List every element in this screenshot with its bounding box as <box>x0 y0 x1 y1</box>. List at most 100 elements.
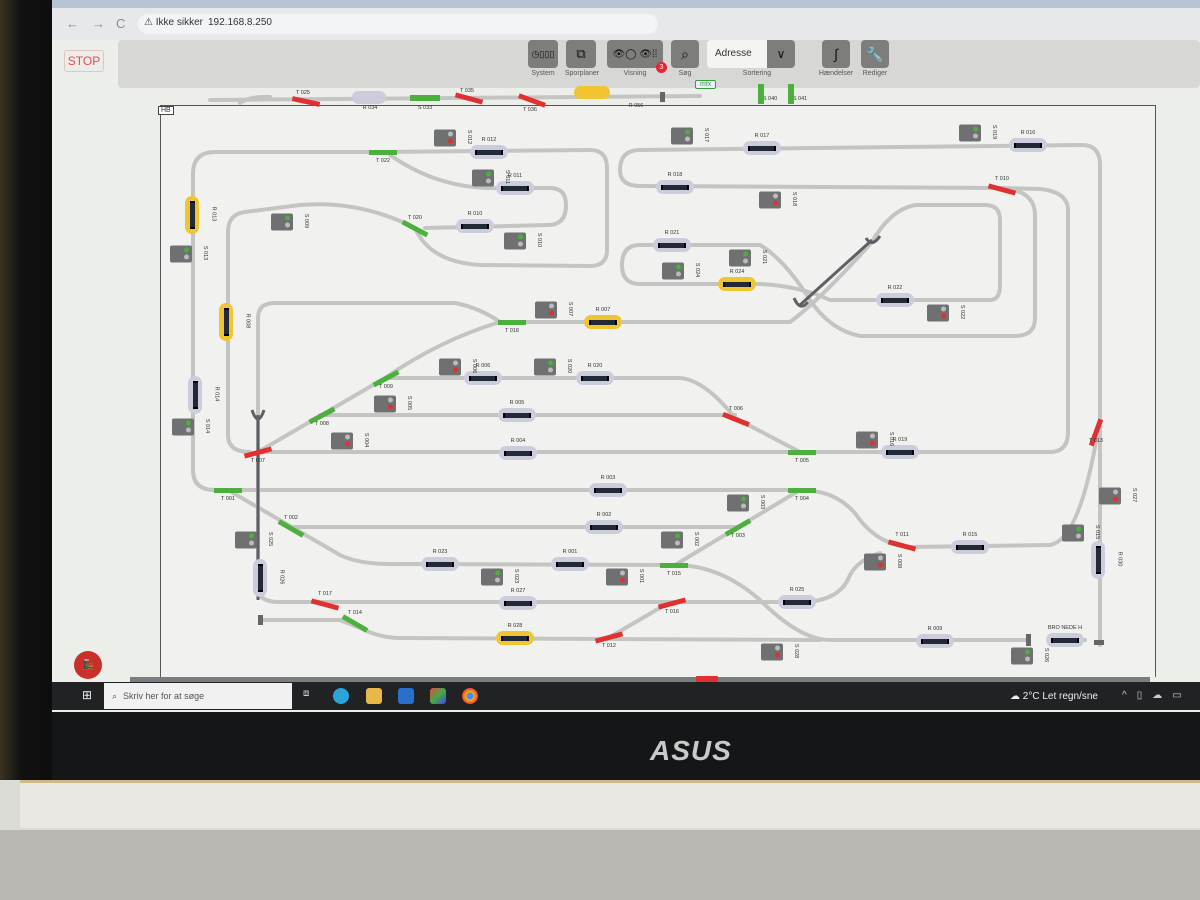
signal-lamp-top <box>773 193 778 199</box>
forward-button[interactable]: → <box>92 16 105 31</box>
search-button[interactable]: ⌕ <box>671 40 699 68</box>
block-r-023[interactable] <box>421 557 459 571</box>
signal-s-004[interactable] <box>331 432 353 450</box>
signal-s-018[interactable] <box>759 191 781 209</box>
block-r-017[interactable] <box>743 141 781 155</box>
block-r-012[interactable] <box>470 145 508 159</box>
turnout-t-001[interactable] <box>214 487 242 493</box>
file-explorer-icon[interactable] <box>366 688 382 704</box>
signal-s-021[interactable] <box>729 249 751 267</box>
signal-s-027[interactable] <box>1099 487 1121 505</box>
edit-button[interactable]: 🔧 <box>861 40 889 68</box>
block-r-020[interactable] <box>576 371 614 385</box>
task-view-icon[interactable]: ⧈ <box>303 688 310 699</box>
turnout-t-015[interactable] <box>660 562 688 568</box>
signal-s-008[interactable] <box>864 553 886 571</box>
security-warning[interactable]: ⚠ Ikke sikker <box>144 17 203 28</box>
block-r-004[interactable] <box>499 446 537 460</box>
turnout-t-005[interactable] <box>788 449 816 455</box>
block-r-016[interactable] <box>1009 138 1047 152</box>
edge-icon[interactable] <box>333 688 349 704</box>
block-r-008[interactable] <box>219 303 233 341</box>
signal-s-022[interactable] <box>927 304 949 322</box>
block-r-030[interactable] <box>1091 541 1105 579</box>
signal-s-002[interactable] <box>661 531 683 549</box>
block-r-025[interactable] <box>778 595 816 609</box>
top-row-block-occupied[interactable] <box>574 86 610 99</box>
signal-s-009[interactable] <box>271 213 293 231</box>
block-r-018[interactable] <box>656 180 694 194</box>
block-r-003[interactable] <box>589 483 627 497</box>
turnout-t-004[interactable] <box>788 487 816 493</box>
signal-s-006[interactable] <box>439 358 461 376</box>
block-r-006[interactable] <box>464 371 502 385</box>
signal-s-019[interactable] <box>959 124 981 142</box>
events-button[interactable]: ∫ <box>822 40 850 68</box>
system-button[interactable]: ◷▯▯▯ <box>528 40 558 68</box>
signal-s-015[interactable] <box>1062 524 1084 542</box>
signal-s-028[interactable] <box>761 643 783 661</box>
signal-s-024[interactable] <box>662 262 684 280</box>
chevron-down-icon[interactable]: ∨ <box>767 40 795 68</box>
stop-button[interactable]: STOP <box>64 50 104 72</box>
block-r-024[interactable] <box>718 277 756 291</box>
mail-icon[interactable] <box>398 688 414 704</box>
signal-s-023[interactable] <box>481 568 503 586</box>
signal-s-010[interactable] <box>504 232 526 250</box>
sporplaner-button[interactable]: ⧉ <box>566 40 596 68</box>
signal-s-003[interactable] <box>727 494 749 512</box>
signal-lamp-bottom <box>620 577 625 583</box>
url-text[interactable]: 192.168.8.250 <box>208 17 272 28</box>
signal-label: S 009 <box>303 213 310 229</box>
horizontal-scrollbar[interactable] <box>130 677 1150 682</box>
block-r-011[interactable] <box>496 181 534 195</box>
block-bro-nede-h[interactable] <box>1046 633 1084 647</box>
block-r-014[interactable] <box>188 376 202 414</box>
turnout-t-022[interactable] <box>369 149 397 155</box>
weather-widget[interactable]: ☁ 2°C Let regn/sne <box>1010 691 1098 702</box>
signal-lamp-bottom <box>870 440 875 446</box>
signal-s-007[interactable] <box>535 301 557 319</box>
signal-s-013[interactable] <box>170 245 192 263</box>
signal-s-025[interactable] <box>235 531 257 549</box>
block-r-027[interactable] <box>499 596 537 610</box>
block-label: R 025 <box>789 587 805 593</box>
signal-s-026[interactable] <box>1011 647 1033 665</box>
back-button[interactable]: ← <box>66 16 79 31</box>
signal-s-012[interactable] <box>434 129 456 147</box>
block-r-022[interactable] <box>876 293 914 307</box>
windows-start-icon[interactable]: ⊞ <box>82 688 93 702</box>
block-r-019[interactable] <box>881 445 919 459</box>
signal-s-001[interactable] <box>606 568 628 586</box>
block-r-026[interactable] <box>253 559 267 597</box>
address-bar[interactable] <box>138 14 658 34</box>
reload-button[interactable]: C <box>116 16 126 31</box>
top-row-label: T 025 <box>296 90 310 96</box>
block-r-015[interactable] <box>951 540 989 554</box>
block-r-013[interactable] <box>185 196 199 234</box>
visning-button[interactable]: 👁◯ 👁⁞⁞ <box>607 40 663 68</box>
block-r-001[interactable] <box>551 557 589 571</box>
top-row-block-r034[interactable] <box>352 91 386 104</box>
block-label: R 024 <box>729 269 745 275</box>
signal-s-005[interactable] <box>374 395 396 413</box>
store-icon[interactable] <box>430 688 446 704</box>
block-r-009[interactable] <box>916 634 954 648</box>
block-r-002[interactable] <box>585 520 623 534</box>
block-r-005[interactable] <box>498 408 536 422</box>
block-r-028[interactable] <box>496 631 534 645</box>
block-r-021[interactable] <box>653 238 691 252</box>
block-r-010[interactable] <box>456 219 494 233</box>
turnout-t-018[interactable] <box>498 319 526 325</box>
sort-select[interactable]: Adresse∨ <box>707 40 795 68</box>
signal-s-014[interactable] <box>172 418 194 436</box>
system-tray[interactable]: ^▯☁▭ <box>1122 690 1192 701</box>
block-r-007[interactable] <box>584 315 622 329</box>
chrome-icon[interactable] <box>462 688 478 704</box>
locomotive-menu-icon[interactable]: 🚂 <box>74 651 102 679</box>
signal-s-020[interactable] <box>534 358 556 376</box>
taskbar-search[interactable]: ⌕Skriv her for at søge <box>104 683 292 709</box>
signal-s-016[interactable] <box>856 431 878 449</box>
signal-s-011[interactable] <box>472 169 494 187</box>
signal-s-017[interactable] <box>671 127 693 145</box>
